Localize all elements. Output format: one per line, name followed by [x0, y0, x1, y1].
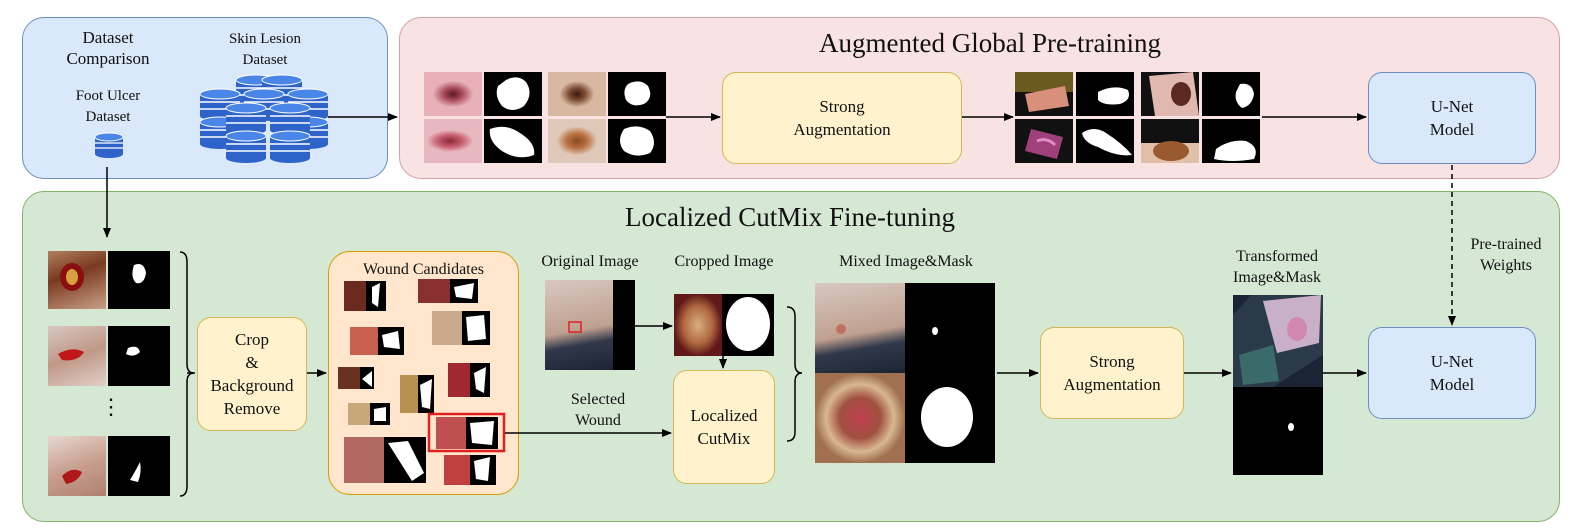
strong-augmentation-box-top: Strong Augmentation	[722, 72, 962, 164]
strong-augmentation-box-bottom: Strong Augmentation	[1040, 327, 1184, 419]
global-pretraining-title: Augmented Global Pre-training	[819, 28, 1161, 58]
selected-wound-highlight	[427, 412, 506, 453]
transformed-image-mask-label: Transformed Image&Mask	[1233, 248, 1321, 286]
unet-model-box-bottom: U-Net Model	[1368, 327, 1536, 419]
foot-ulcer-database-icon	[94, 132, 124, 159]
original-image-label: Original Image	[541, 253, 639, 270]
dataset-comparison-label: Dataset Comparison	[66, 28, 150, 68]
mixed-image-mask-label: Mixed Image&Mask	[839, 253, 973, 270]
original-mask	[613, 280, 635, 370]
more-images-ellipsis: ⋮	[100, 394, 122, 419]
cropped-wound-image	[674, 294, 722, 356]
selected-wound-label: Selected Wound	[570, 391, 626, 429]
unet-model-box-top: U-Net Model	[1368, 72, 1536, 164]
wound-candidates-label: Wound Candidates	[363, 261, 484, 278]
localized-cutmix-box: Localized CutMix	[673, 370, 775, 484]
cropped-wound-mask	[722, 294, 774, 356]
finetuning-title: Localized CutMix Fine-tuning	[625, 202, 955, 232]
foot-ulcer-dataset-label: Foot Ulcer Dataset	[75, 88, 141, 125]
skin-lesion-database-icon	[199, 74, 329, 164]
crop-background-remove-box: Crop & Background Remove	[197, 317, 307, 431]
wound-candidate-thumbnails	[338, 279, 506, 485]
original-image	[545, 280, 613, 370]
pretrained-weights-label: Pre-trained Weights	[1470, 236, 1542, 274]
cropped-image-label: Cropped Image	[674, 253, 774, 270]
skin-lesion-dataset-label: Skin Lesion Dataset	[228, 31, 302, 68]
